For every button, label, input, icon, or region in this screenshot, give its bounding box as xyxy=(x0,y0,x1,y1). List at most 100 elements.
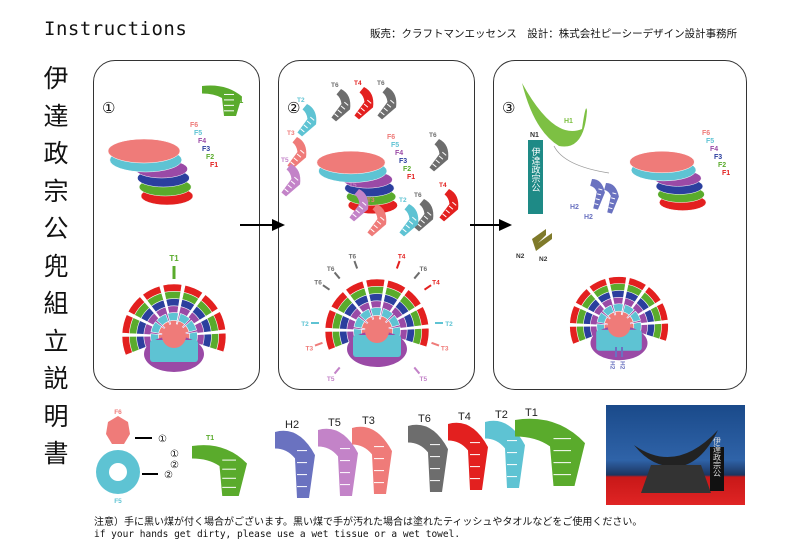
part-slot xyxy=(445,209,450,214)
part-slot xyxy=(310,116,315,121)
part-label: H2 xyxy=(285,419,299,431)
part-label: T6 xyxy=(418,413,431,425)
part-slot xyxy=(376,220,382,225)
part-label: T4 xyxy=(432,280,440,287)
vertical-title: 伊達政宗公兜組立説明書 xyxy=(36,60,76,473)
part-label: N1 xyxy=(530,132,539,139)
layer-label: F4 xyxy=(395,150,403,157)
n1-banner-text: 伊達政宗公 xyxy=(531,146,541,192)
part-label: T1 xyxy=(234,96,244,105)
layer-label: F1 xyxy=(407,174,415,181)
part-slot xyxy=(357,111,362,116)
part-slot xyxy=(358,205,364,210)
part-piece xyxy=(349,189,369,222)
part-slot xyxy=(284,188,289,193)
f6-piece xyxy=(106,416,130,444)
title-char: 説 xyxy=(43,364,69,393)
h1-crest xyxy=(522,83,587,147)
part-shape xyxy=(281,164,301,197)
layer-label: F1 xyxy=(722,170,730,177)
part-slot xyxy=(334,113,339,118)
part-label: H2 xyxy=(619,361,626,370)
part-piece xyxy=(399,204,419,237)
part-piece xyxy=(287,137,307,170)
layer-label: F3 xyxy=(399,158,407,165)
part-shape xyxy=(297,104,317,137)
part-slot xyxy=(363,103,369,108)
part-piece xyxy=(439,189,459,222)
t1-piece xyxy=(202,85,242,116)
title-char: 明 xyxy=(43,401,69,431)
part-label: T6 xyxy=(327,266,335,273)
layer-label: F3 xyxy=(202,146,210,153)
part-label: H2 xyxy=(570,204,579,211)
part-shape xyxy=(352,426,392,494)
part-slot xyxy=(294,176,299,181)
title-char: 伊 xyxy=(43,64,69,93)
title-char: 宗 xyxy=(43,176,69,206)
part-piece-t6 xyxy=(408,424,448,492)
mark-1: ① xyxy=(158,434,167,445)
part-slot xyxy=(380,111,385,116)
layer-label: F6 xyxy=(387,134,395,141)
part-slot xyxy=(344,101,349,106)
part-slot xyxy=(427,211,432,216)
part-slot xyxy=(594,203,599,206)
part-slot xyxy=(448,205,454,210)
part-piece xyxy=(354,87,374,120)
part-slot xyxy=(337,109,342,114)
part-label: T2 xyxy=(297,97,305,104)
part-slot xyxy=(287,184,292,189)
part-label: T2 xyxy=(301,321,309,328)
part-label: T1 xyxy=(169,254,179,263)
part-label: T5 xyxy=(419,376,427,383)
title-char: 立 xyxy=(43,326,69,356)
part-slot xyxy=(370,228,375,233)
part-pointer xyxy=(431,341,440,347)
part-label: F6 xyxy=(114,409,122,416)
part-shape xyxy=(354,87,374,120)
part-label: H2 xyxy=(609,361,616,370)
part-label: N2 xyxy=(516,253,525,260)
part-piece xyxy=(331,89,351,122)
fan-base-cyan xyxy=(150,340,198,362)
part-slot xyxy=(420,219,425,224)
layer-label: F3 xyxy=(714,154,722,161)
stack-layer xyxy=(629,150,695,174)
part-slot xyxy=(423,215,429,220)
part-slot xyxy=(442,213,447,218)
part-pointer xyxy=(413,366,421,375)
title-char: 組 xyxy=(43,289,69,318)
part-shape xyxy=(275,430,315,498)
part-piece-t3 xyxy=(352,426,392,494)
n1-banner xyxy=(528,140,543,214)
part-pointer xyxy=(353,260,359,269)
part-pointer xyxy=(322,284,331,291)
part-label: T4 xyxy=(439,182,447,189)
part-label: T3 xyxy=(362,415,375,427)
part-slot xyxy=(612,192,617,195)
part-label: T3 xyxy=(367,197,375,204)
part-slot xyxy=(435,159,440,164)
stack-layer xyxy=(107,138,181,164)
part-shape xyxy=(287,137,307,170)
part-slot xyxy=(438,155,444,160)
arrow-right-icon xyxy=(470,219,512,231)
part-slot xyxy=(417,223,422,228)
layer-label: F5 xyxy=(391,142,399,149)
part-label: T6 xyxy=(349,253,357,260)
part-shape xyxy=(485,420,525,488)
part-slot xyxy=(300,128,305,133)
part-label: T6 xyxy=(331,82,339,89)
part-label: T5 xyxy=(349,182,357,189)
part-label: T2 xyxy=(495,409,508,421)
step-number: ② xyxy=(287,100,300,117)
part-label: T6 xyxy=(314,280,322,287)
part-slot xyxy=(442,151,447,156)
credits: 販売：クラフトマンエッセンス 設計：株式会社ピーシーデザイン設計事務所 xyxy=(370,28,738,40)
part-label: T2 xyxy=(399,197,407,204)
fan-base-cyan xyxy=(596,329,642,351)
part-slot xyxy=(383,107,388,112)
part-shape xyxy=(377,87,397,120)
